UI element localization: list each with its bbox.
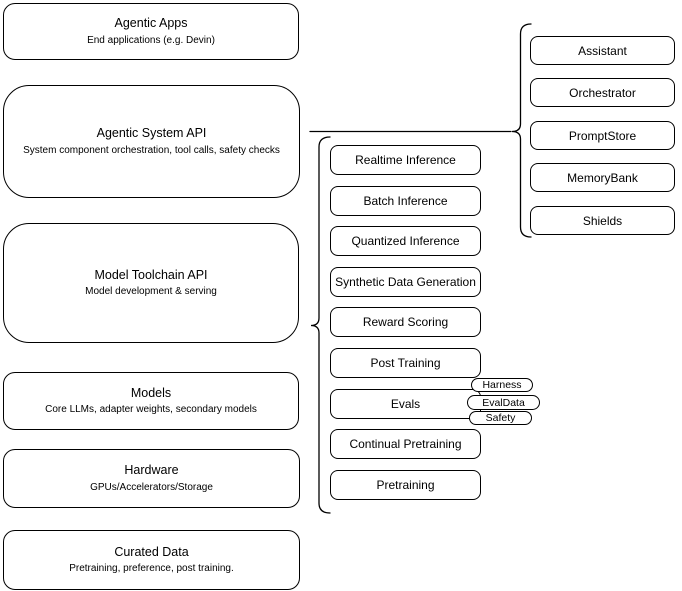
pill-harness: Harness bbox=[471, 378, 533, 392]
item-promptstore: PromptStore bbox=[530, 121, 675, 150]
node-title: Agentic System API bbox=[96, 126, 207, 141]
item-realtime-inference: Realtime Inference bbox=[330, 145, 481, 175]
node-title: Model Toolchain API bbox=[94, 267, 208, 282]
pill-safety: Safety bbox=[469, 411, 532, 425]
node-models: Models Core LLMs, adapter weights, secon… bbox=[3, 372, 299, 430]
node-subtitle: GPUs/Accelerators/Storage bbox=[90, 481, 213, 493]
node-title: Agentic Apps bbox=[114, 16, 188, 31]
item-post-training: Post Training bbox=[330, 348, 481, 378]
node-agentic-apps: Agentic Apps End applications (e.g. Devi… bbox=[3, 3, 299, 60]
node-subtitle: Pretraining, preference, post training. bbox=[69, 563, 234, 575]
item-reward-scoring: Reward Scoring bbox=[330, 307, 481, 337]
right-group-brace-icon bbox=[511, 23, 532, 238]
item-shields: Shields bbox=[530, 206, 675, 235]
node-subtitle: Core LLMs, adapter weights, secondary mo… bbox=[45, 404, 257, 416]
node-subtitle: System component orchestration, tool cal… bbox=[23, 144, 280, 156]
node-subtitle: End applications (e.g. Devin) bbox=[87, 34, 215, 46]
pill-evaldata: EvalData bbox=[467, 395, 540, 410]
node-agentic-system-api: Agentic System API System component orch… bbox=[3, 85, 300, 198]
item-orchestrator: Orchestrator bbox=[530, 78, 675, 107]
item-memorybank: MemoryBank bbox=[530, 163, 675, 192]
node-subtitle: Model development & serving bbox=[85, 286, 217, 298]
item-continual-pretraining: Continual Pretraining bbox=[330, 429, 481, 459]
item-assistant: Assistant bbox=[530, 36, 675, 65]
item-evals: Evals bbox=[330, 389, 481, 419]
node-title: Hardware bbox=[124, 463, 179, 478]
item-quantized-inference: Quantized Inference bbox=[330, 226, 481, 256]
item-pretraining: Pretraining bbox=[330, 470, 481, 500]
node-hardware: Hardware GPUs/Accelerators/Storage bbox=[3, 449, 300, 508]
middle-group-brace-icon bbox=[310, 136, 331, 514]
node-title: Models bbox=[130, 385, 172, 400]
node-curated-data: Curated Data Pretraining, preference, po… bbox=[3, 530, 300, 590]
item-batch-inference: Batch Inference bbox=[330, 186, 481, 216]
node-model-toolchain-api: Model Toolchain API Model development & … bbox=[3, 223, 299, 343]
item-synthetic-data-generation: Synthetic Data Generation bbox=[330, 267, 481, 297]
node-title: Curated Data bbox=[114, 544, 189, 559]
